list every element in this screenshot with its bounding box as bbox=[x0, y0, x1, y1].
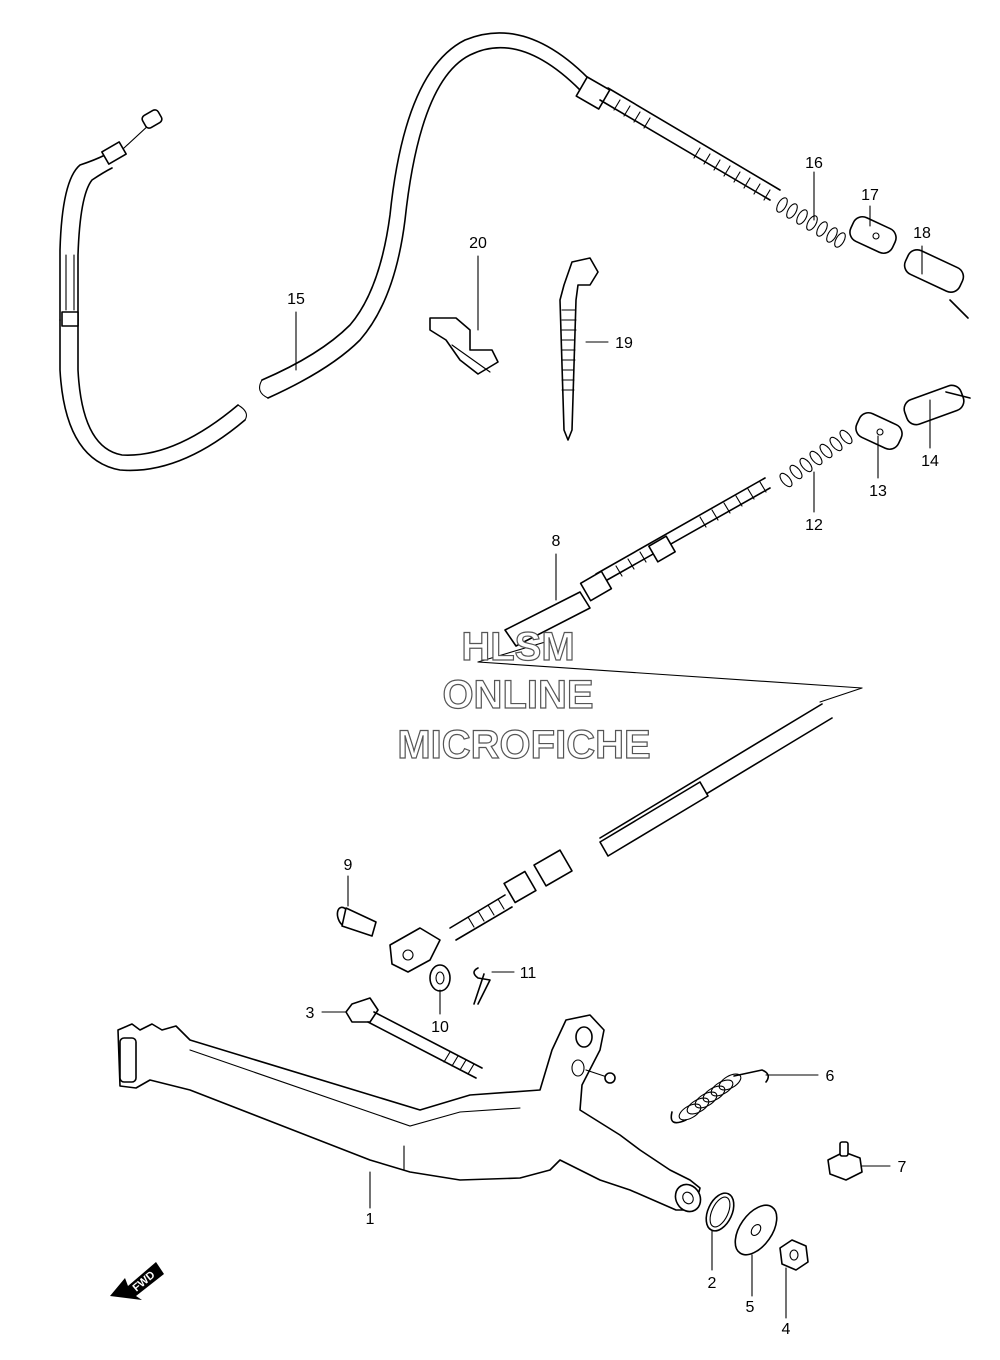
part-4-nut bbox=[779, 1239, 809, 1271]
part-20-clamp bbox=[429, 317, 499, 375]
watermark-line-2: ONLINE bbox=[442, 673, 593, 717]
watermark-line-1: HLSM bbox=[461, 625, 574, 669]
callout-4: 4 bbox=[782, 1321, 791, 1338]
callout-16: 16 bbox=[805, 155, 823, 172]
part-6-return-spring bbox=[670, 1069, 770, 1124]
callout-9: 9 bbox=[344, 857, 353, 874]
callout-5: 5 bbox=[746, 1299, 755, 1316]
part-13-joint bbox=[855, 411, 903, 451]
part-14-pin bbox=[903, 384, 971, 426]
callout-11: 11 bbox=[520, 965, 537, 982]
leader-lines bbox=[295, 171, 931, 1319]
callout-12: 12 bbox=[805, 517, 823, 534]
part-3-bolt bbox=[345, 997, 483, 1079]
callout-8: 8 bbox=[552, 533, 561, 550]
callout-20: 20 bbox=[469, 235, 487, 252]
part-11-cotter-pin bbox=[473, 967, 491, 1005]
callout-17: 17 bbox=[861, 187, 879, 204]
callout-3: 3 bbox=[306, 1005, 315, 1022]
callout-19: 19 bbox=[615, 335, 633, 352]
part-9-clevis-pin bbox=[336, 906, 377, 937]
part-18-pin bbox=[903, 249, 969, 319]
part-5-washer bbox=[734, 1204, 778, 1256]
callout-2: 2 bbox=[708, 1275, 717, 1292]
watermark: HLSM ONLINE MICROFICHE bbox=[397, 624, 652, 767]
callout-18: 18 bbox=[913, 225, 931, 242]
callout-14: 14 bbox=[921, 453, 939, 470]
part-10-washer bbox=[429, 964, 451, 992]
callout-10: 10 bbox=[431, 1019, 449, 1036]
callout-13: 13 bbox=[869, 483, 887, 500]
part-8-brake-cable bbox=[389, 477, 863, 973]
callout-6: 6 bbox=[826, 1068, 835, 1085]
callout-1: 1 bbox=[366, 1211, 375, 1228]
part-19-cable-tie bbox=[559, 257, 599, 441]
part-2-o-ring bbox=[705, 1192, 735, 1232]
part-17-joint bbox=[849, 215, 897, 255]
part-15-brake-cable bbox=[59, 32, 781, 472]
part-7-nut bbox=[827, 1141, 863, 1181]
fwd-arrow-icon: FWD bbox=[110, 1262, 164, 1300]
callout-labels: 15 20 19 16 17 18 14 13 12 8 9 10 11 3 1… bbox=[287, 155, 939, 1338]
callout-15: 15 bbox=[287, 291, 305, 308]
part-16-spring bbox=[776, 197, 846, 248]
watermark-line-3: MICROFICHE bbox=[397, 723, 650, 767]
callout-7: 7 bbox=[898, 1159, 907, 1176]
part-12-spring bbox=[779, 429, 853, 488]
part-1-brake-pedal bbox=[117, 1014, 702, 1213]
